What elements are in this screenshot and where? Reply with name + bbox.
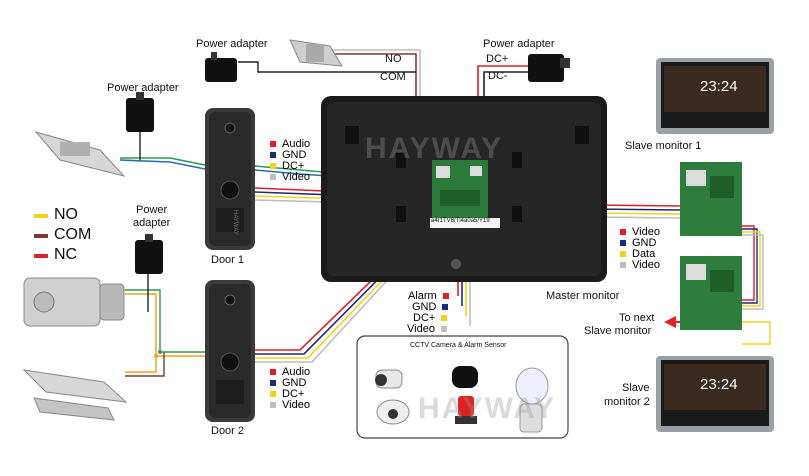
rim-lock	[23, 277, 125, 327]
power-adapter-right-icon	[528, 54, 570, 82]
slave-monitor-2	[656, 356, 774, 432]
door2-panel	[205, 280, 255, 422]
power-adapter-left-label: Power adapter	[107, 82, 179, 94]
bolt-lock-left	[34, 131, 126, 177]
slave-monitor-2-label-2: monitor 2	[604, 396, 650, 408]
slave2-screen-time: 23:24	[700, 376, 738, 393]
power-adapter-top-icon	[205, 52, 237, 82]
watermark-master: HAYWAY	[365, 132, 504, 165]
power-adapter-door2-icon	[135, 234, 163, 274]
to-next-label-2: Slave monitor	[584, 325, 652, 337]
slave-legend-video2: Video	[620, 259, 660, 271]
cctv-box	[356, 335, 569, 439]
master-monitor	[321, 96, 607, 282]
lock-legend-com: COM	[54, 226, 92, 243]
door2-label: Door 2	[211, 425, 245, 437]
alarm-legend-alarm: Alarm	[408, 290, 449, 302]
slave1-screen-time: 23:24	[700, 78, 738, 95]
door2-lock-wires	[125, 270, 210, 377]
slave-monitor-2-label-1: Slave	[622, 382, 650, 394]
door2-legend-audio: Audio	[270, 366, 310, 378]
door1-legend-dcplus: DC+	[270, 160, 304, 172]
com-label: COM	[380, 71, 406, 83]
slave-board-2	[680, 256, 742, 330]
door2-legend-video: Video	[270, 399, 310, 411]
door1-label: Door 1	[211, 254, 245, 266]
door2-legend-gnd: GND	[270, 377, 306, 389]
cctv-title: CCTV Camera & Alarm Sensor	[410, 342, 507, 349]
slave-board-1	[680, 162, 742, 236]
slave-legend-video1: Video	[620, 226, 660, 238]
power-adapter-door2-label-1: Power	[136, 204, 168, 216]
slave-monitor-1-label: Slave monitor 1	[625, 140, 702, 152]
mag-lock	[22, 369, 128, 421]
power-adapter-left-icon	[126, 92, 154, 132]
alarm-legend-gnd: GND	[412, 301, 449, 313]
board-sticker: a4r1TV8/Tl4a0a5/Y19	[431, 218, 490, 224]
master-monitor-label: Master monitor	[546, 290, 620, 302]
no-label: NO	[385, 53, 402, 65]
door1-legend-video: Video	[270, 171, 310, 183]
alarm-legend-video: Video	[407, 323, 447, 335]
slave-monitor-1	[656, 58, 774, 134]
power-adapter-door2-label-2: adapter	[133, 217, 171, 229]
power-adapter-right-label: Power adapter	[483, 38, 555, 50]
dc-minus-label: DC-	[488, 70, 508, 82]
door2-legend-dcplus: DC+	[270, 388, 304, 400]
power-adapter-top-label: Power adapter	[196, 38, 268, 50]
watermark-cctv: HAYWAY	[418, 392, 557, 425]
dc-plus-label: DC+	[486, 53, 509, 65]
door1-panel	[205, 108, 255, 250]
door1-legend-gnd: GND	[270, 149, 306, 161]
lock-legend-swatches	[34, 214, 48, 258]
lock-legend-nc: NC	[54, 246, 78, 263]
lock-legend-no: NO	[54, 206, 78, 223]
to-next-label-1: To next	[619, 312, 655, 324]
door1-legend-audio: Audio	[270, 138, 310, 150]
electric-strike-top	[289, 39, 343, 67]
door1-panel-text: HAYWAY	[232, 210, 238, 235]
slave-legend-data: Data	[620, 248, 655, 260]
slave-legend-gnd: GND	[620, 237, 656, 249]
alarm-legend-dcplus: DC+	[413, 312, 448, 324]
slave2-cable	[740, 225, 764, 310]
